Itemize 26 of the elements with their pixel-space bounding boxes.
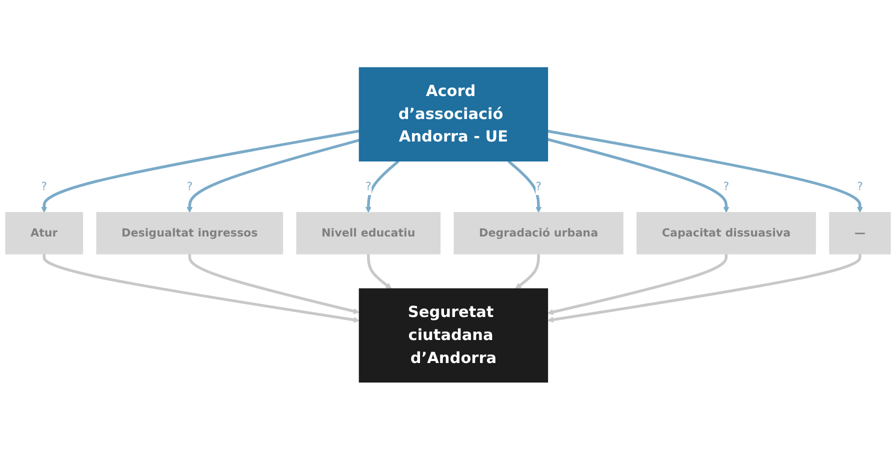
node-box: Acord d’associació Andorra - UE	[358, 66, 548, 162]
edge-label: ?	[723, 179, 730, 193]
edge-label: ?	[536, 179, 542, 193]
arrow	[42, 254, 360, 322]
arrow	[367, 254, 392, 289]
node-box: Degradació urbana	[454, 212, 624, 254]
arrow	[186, 138, 360, 212]
node-box: Seguretat ciutadana d’Andorra	[358, 288, 548, 382]
edge-label: ?	[365, 179, 372, 193]
node-box: —	[829, 212, 891, 254]
arrow	[188, 254, 360, 314]
node-box: Atur	[5, 212, 84, 254]
node-box: Desigualtat ingressos	[96, 212, 284, 254]
arrow	[515, 254, 540, 289]
arrow	[547, 254, 728, 315]
arrow	[508, 160, 542, 212]
arrow	[547, 254, 862, 322]
edge-label: ?	[186, 179, 193, 193]
node-box: Nivell educatiu	[296, 212, 441, 254]
arrow	[547, 138, 730, 212]
node-box: Capacitat dissuasiva	[636, 212, 816, 254]
edge-label: ?	[41, 179, 48, 193]
arrow	[41, 129, 360, 212]
arrow	[365, 160, 400, 212]
arrow	[547, 129, 863, 212]
edge-label: ?	[857, 179, 863, 193]
